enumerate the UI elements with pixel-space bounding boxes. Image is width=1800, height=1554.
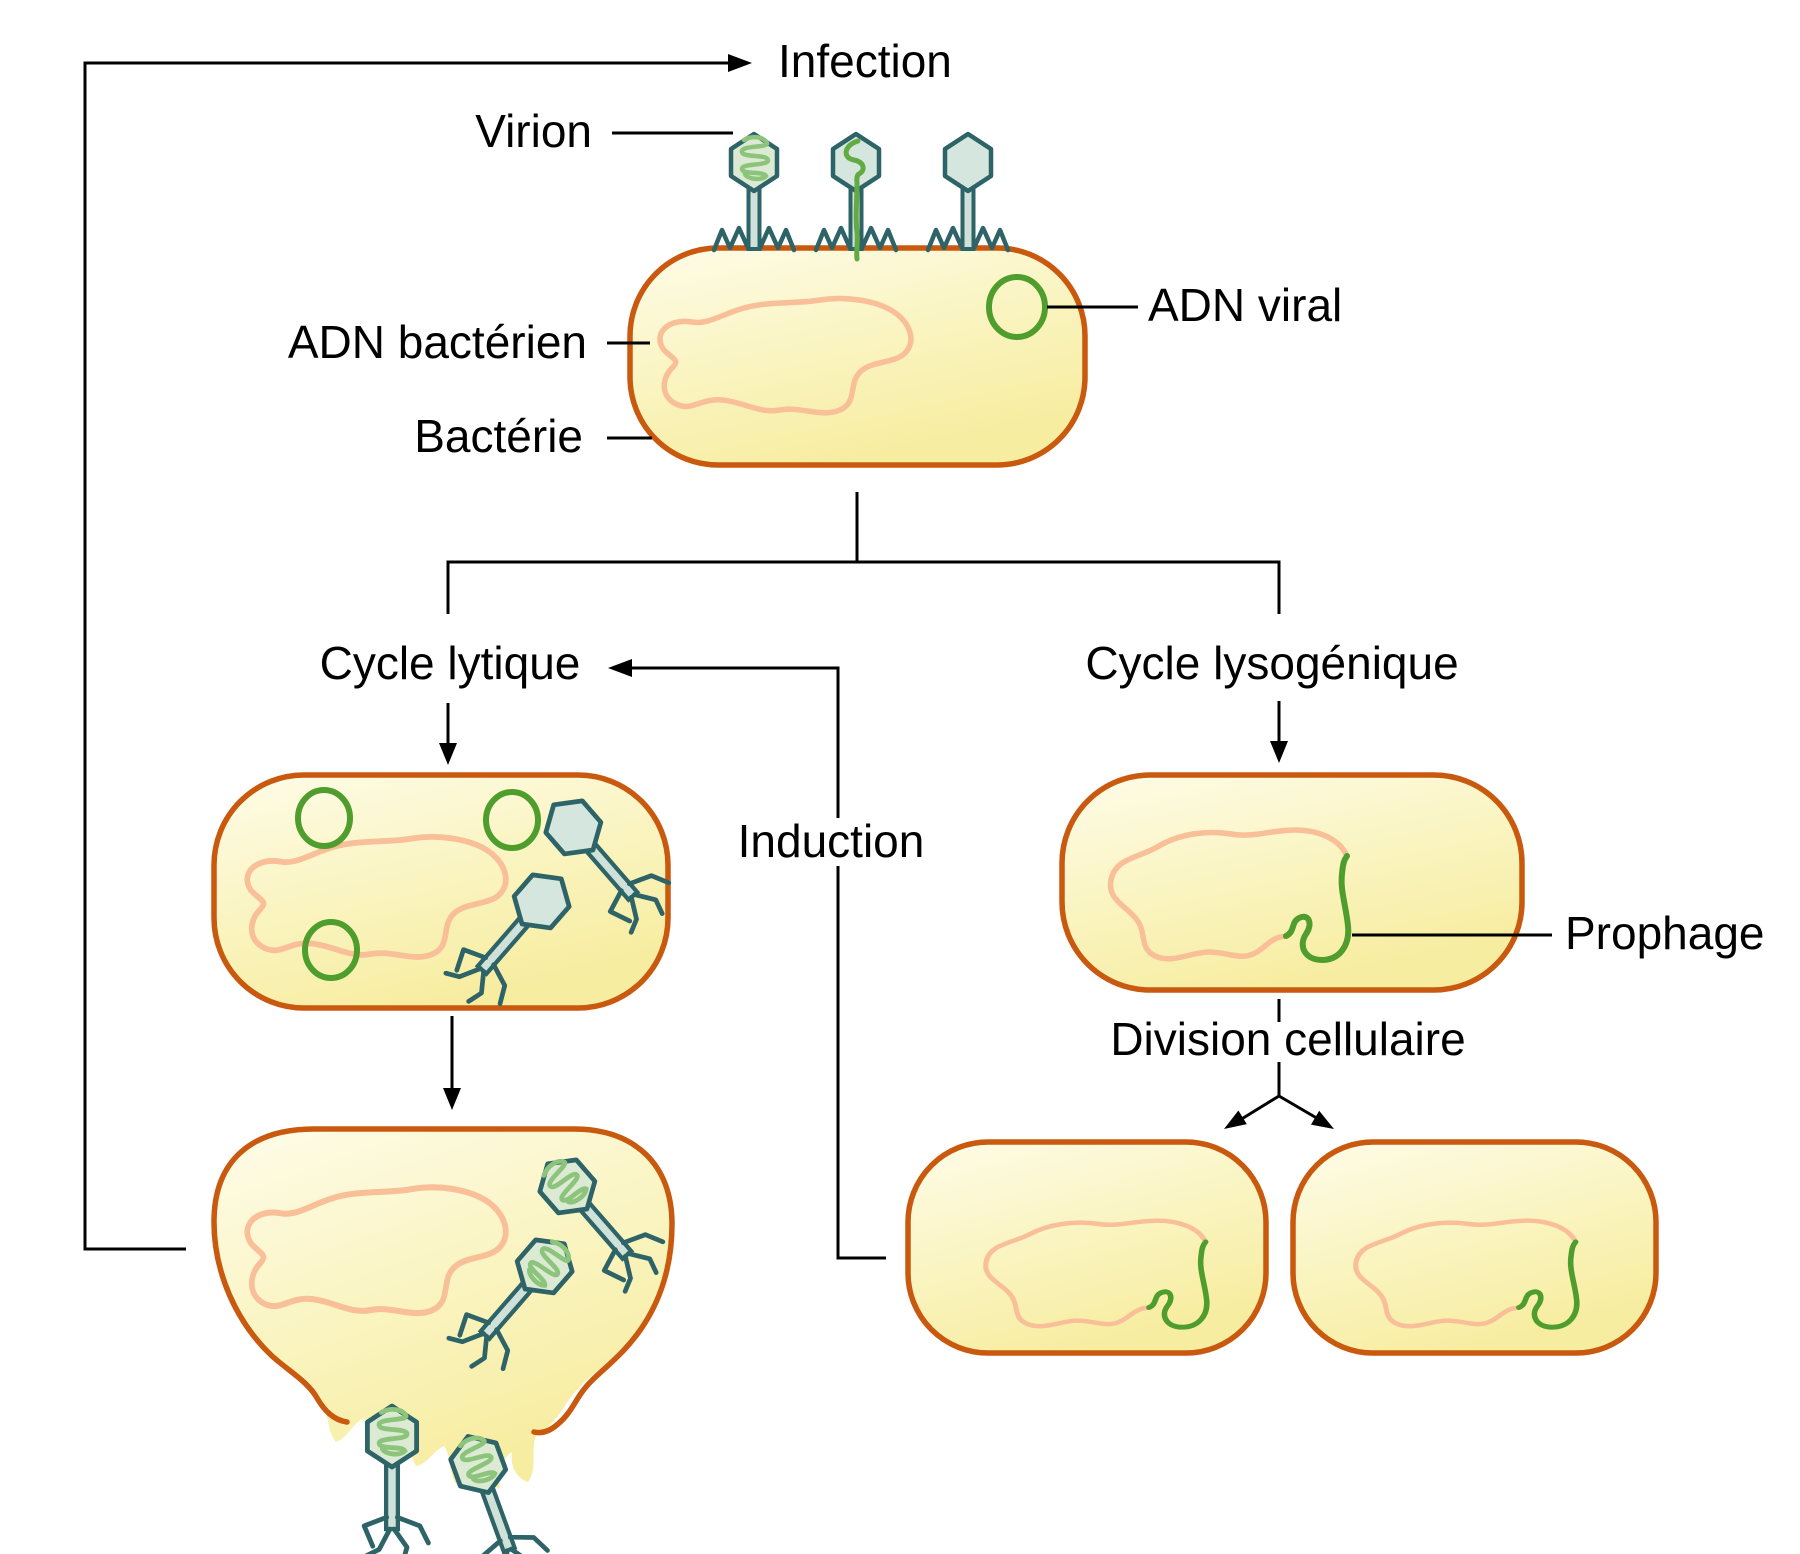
infection-arrowhead-icon bbox=[728, 54, 752, 72]
label-adn-bacterien: ADN bactérien bbox=[287, 316, 587, 368]
lysis-arrowhead-icon bbox=[443, 1088, 461, 1110]
lysogenic-cell bbox=[1059, 772, 1525, 993]
released-phage-icon bbox=[364, 1406, 428, 1554]
viral-dna-circle-icon bbox=[986, 274, 1048, 340]
label-induction: Induction bbox=[737, 815, 925, 867]
label-prophage: Prophage bbox=[1565, 907, 1765, 959]
viral-dna-circle-icon bbox=[302, 919, 360, 981]
virion-adsorbed-full-icon bbox=[714, 134, 794, 250]
label-virion: Virion bbox=[475, 105, 592, 157]
host-bacterium-cell bbox=[627, 245, 1088, 468]
viral-dna-circle-icon bbox=[483, 789, 541, 851]
connector-lines bbox=[83, 54, 1552, 1260]
lytic-replication-cell bbox=[211, 772, 671, 1011]
label-division-cellulaire: Division cellulaire bbox=[1110, 1013, 1466, 1065]
viral-dna-circle-icon bbox=[295, 787, 353, 849]
induction-line bbox=[632, 666, 886, 1260]
label-adn-viral: ADN viral bbox=[1148, 279, 1343, 331]
label-cycle-lysogenique: Cycle lysogénique bbox=[1085, 637, 1459, 689]
division-arrowhead-right-icon bbox=[1311, 1110, 1334, 1129]
lytic-arrowhead-icon bbox=[439, 743, 457, 765]
ruptured-membrane-outline bbox=[211, 1126, 675, 1436]
daughter-cell-right bbox=[1290, 1139, 1659, 1356]
division-arrowhead-left-icon bbox=[1224, 1110, 1247, 1129]
lysogenic-arrowhead-icon bbox=[1270, 741, 1288, 763]
label-bacterie: Bactérie bbox=[414, 410, 583, 462]
lysed-bursting-cell bbox=[211, 1126, 675, 1488]
fork-branch-line bbox=[446, 560, 1281, 614]
label-infection: Infection bbox=[778, 35, 952, 87]
label-cycle-lytique: Cycle lytique bbox=[319, 637, 581, 689]
division-split-line bbox=[1239, 1062, 1321, 1122]
infection-loop-line bbox=[83, 61, 730, 1251]
virion-empty-icon bbox=[928, 134, 1008, 250]
daughter-cell-left bbox=[905, 1139, 1269, 1356]
virion-injecting-icon bbox=[816, 134, 896, 259]
induction-arrowhead-icon bbox=[608, 659, 632, 677]
